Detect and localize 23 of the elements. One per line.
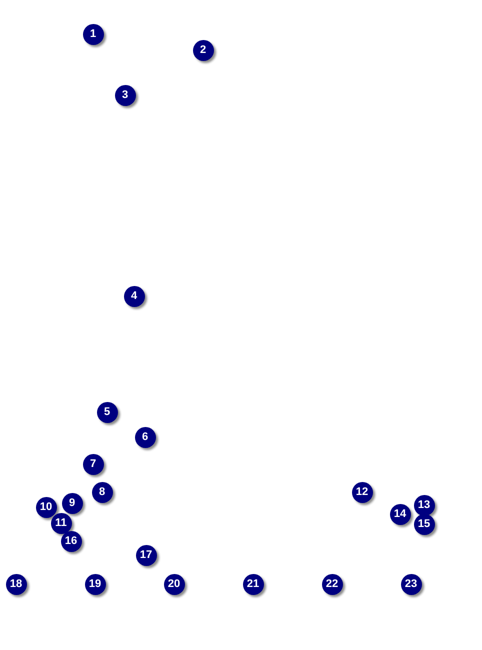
callout-number: 9 [62,492,82,514]
callout-number: 1 [82,24,104,44]
callout-number: 14 [390,504,410,524]
callout-number: 20 [164,574,184,594]
callout-number: 23 [400,574,422,594]
callout-number: 18 [6,574,26,594]
callout-number: 4 [124,286,144,306]
callout-number: 6 [134,426,156,448]
callout-number: 21 [242,574,264,594]
callout-number: 11 [50,512,72,534]
callout-number: 19 [84,574,106,594]
callout-number: 22 [322,574,342,594]
callout-number: 2 [192,40,214,60]
callout-number: 16 [60,530,82,552]
callout-number: 3 [114,84,136,106]
callout-number: 12 [352,482,372,502]
callout-number: 8 [92,482,112,502]
callout-number: 10 [36,496,56,518]
callout-number: 7 [82,454,104,474]
callout-number: 13 [414,494,434,516]
callout-number: 17 [136,544,156,566]
callout-number: 15 [414,514,434,534]
callout-number: 5 [96,402,118,422]
